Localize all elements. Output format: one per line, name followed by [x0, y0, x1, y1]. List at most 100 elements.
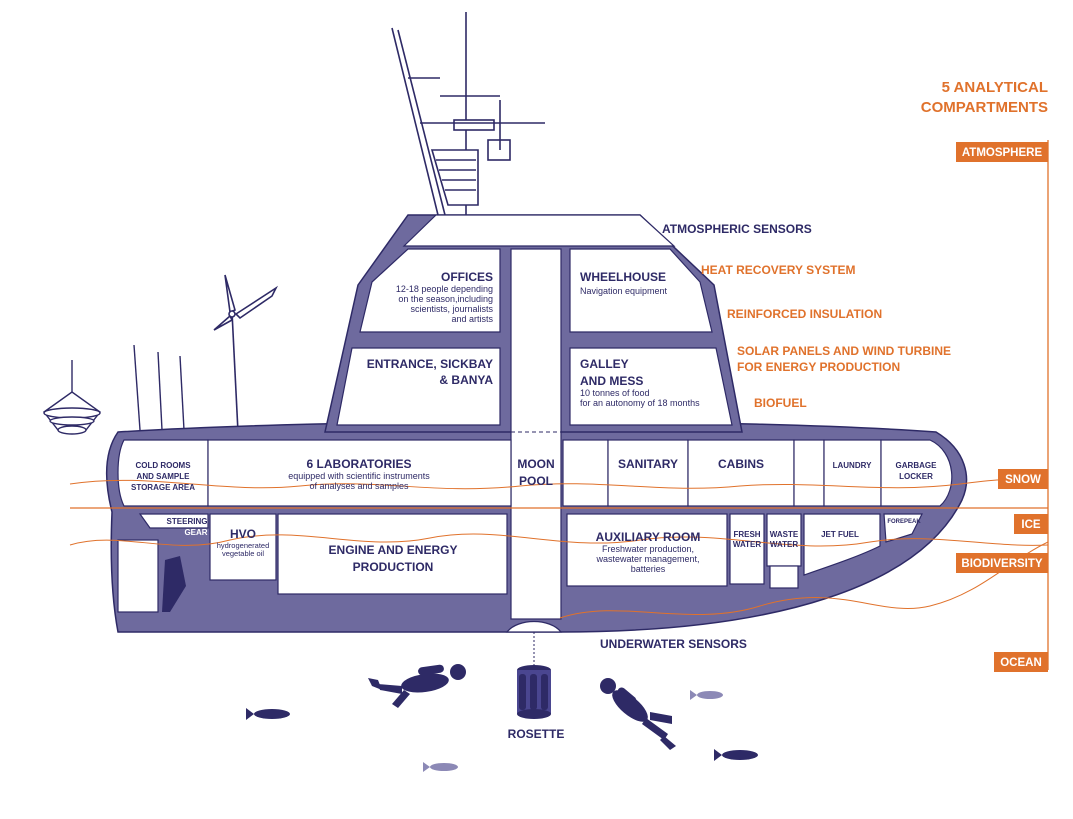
- compartment-snow: SNOW: [998, 469, 1048, 489]
- laboratories-sub-2: of analyses and samples: [309, 481, 409, 491]
- hvo-sub-1: hydrogenerated: [217, 541, 270, 550]
- offices-title: OFFICES: [441, 270, 493, 284]
- room-cold-rooms: [117, 439, 209, 507]
- wheelhouse-title: WHEELHOUSE: [580, 270, 666, 284]
- biodiversity-line: [559, 541, 1049, 619]
- room-steering: [138, 513, 209, 529]
- offices-line-2: on the season,including: [398, 294, 493, 304]
- galley-sub-2: for an autonomy of 18 months: [580, 398, 700, 408]
- compartment-biodiversity: BIODIVERSITY: [956, 553, 1048, 573]
- room-laundry: [823, 439, 882, 507]
- room-entrance: [336, 347, 501, 426]
- diver-icon: [368, 664, 466, 708]
- hvo-title: HVO: [230, 527, 256, 541]
- entrance-line-2: & BANYA: [439, 373, 493, 387]
- heat-recovery-label: HEAT RECOVERY SYSTEM: [701, 263, 855, 277]
- underwater-sensors-label: UNDERWATER SENSORS: [600, 637, 747, 651]
- atmospheric-sensor-icon: [42, 344, 185, 435]
- galley-line-1: GALLEY: [580, 357, 629, 371]
- jet-fuel-label: JET FUEL: [821, 530, 859, 539]
- room-wheelhouse: [569, 248, 713, 333]
- fish-icon: [714, 749, 758, 761]
- offices-line-4: and artists: [451, 314, 493, 324]
- cold-rooms-line-2: AND SAMPLE: [137, 472, 191, 481]
- room-corridor: [793, 439, 825, 507]
- solar-label-line-1: SOLAR PANELS AND WIND TURBINE: [737, 344, 951, 358]
- moon-pool-shaft: [510, 248, 562, 620]
- wheelhouse-sub: Navigation equipment: [580, 286, 668, 296]
- auxiliary-title: AUXILIARY ROOM: [596, 530, 701, 544]
- mast: [391, 12, 545, 216]
- galley-line-2: AND MESS: [580, 374, 643, 388]
- fish-icon: [423, 762, 458, 772]
- forepeak-label: FOREPEAK: [887, 519, 921, 525]
- room-jet-fuel: [803, 513, 881, 576]
- garbage-line-2: LOCKER: [899, 472, 933, 481]
- auxiliary-sub-1: Freshwater production,: [602, 544, 694, 554]
- auxiliary-sub-3: batteries: [631, 564, 666, 574]
- room-cabins: [687, 439, 795, 507]
- room-engine: [277, 513, 508, 595]
- compartment-atmosphere: ATMOSPHERE: [956, 142, 1048, 162]
- waste-water-tank: [769, 565, 799, 589]
- fish-icon: [246, 708, 290, 720]
- cabins-label: CABINS: [718, 457, 764, 471]
- moon-pool-line-1: MOON: [517, 457, 554, 471]
- room-auxiliary: [566, 513, 728, 587]
- laboratories-title: 6 LABORATORIES: [307, 457, 412, 471]
- compartment-ocean: OCEAN: [994, 652, 1048, 672]
- garbage-line-1: GARBAGE: [896, 461, 938, 470]
- fresh-water-line-1: FRESH: [733, 530, 760, 539]
- room-galley: [569, 347, 733, 426]
- room-hvo: [209, 513, 277, 581]
- waste-water-line-2: WATER: [770, 540, 799, 549]
- room-waste-water: [766, 513, 802, 567]
- room-fresh-water: [729, 513, 765, 585]
- fresh-water-line-2: WATER: [733, 540, 762, 549]
- compartment-biodiversity-label: BIODIVERSITY: [961, 558, 1042, 570]
- cold-rooms-line-3: STORAGE AREA: [131, 483, 195, 492]
- laboratories-sub-1: equipped with scientific instruments: [288, 471, 430, 481]
- room-forepeak: [883, 513, 923, 543]
- galley-sub-1: 10 tonnes of food: [580, 388, 650, 398]
- hvo-sub-2: vegetable oil: [222, 549, 264, 558]
- compartments-title-line-1: 5 ANALYTICAL: [942, 79, 1048, 96]
- auxiliary-sub-2: wastewater management,: [595, 554, 699, 564]
- room-laboratories: [207, 439, 512, 507]
- room-offices: [359, 248, 501, 333]
- cold-rooms-line-1: COLD ROOMS: [135, 461, 191, 470]
- biofuel-label: BIOFUEL: [754, 396, 807, 410]
- rosette-icon: [517, 665, 551, 719]
- fish-icon: [690, 690, 723, 700]
- room-garbage: [880, 439, 953, 507]
- steering-line-1: STEERING: [167, 517, 208, 526]
- solar-label-line-2: FOR ENERGY PRODUCTION: [737, 360, 900, 374]
- wind-turbine-icon: [213, 274, 279, 433]
- compartment-ocean-label: OCEAN: [1000, 657, 1042, 669]
- steering-line-2: GEAR: [184, 528, 207, 537]
- superstructure-top: [402, 214, 676, 247]
- entrance-line-1: ENTRANCE, SICKBAY: [367, 357, 493, 371]
- ice-line: [69, 533, 1049, 547]
- room-rudder: [117, 539, 159, 613]
- sanitary-label: SANITARY: [618, 457, 678, 471]
- moon-pool-opening: [505, 621, 563, 633]
- compartments-title-line-2: COMPARTMENTS: [921, 99, 1048, 116]
- rudder-icon: [162, 556, 186, 612]
- rosette-label: ROSETTE: [508, 727, 565, 741]
- room-starboard-small: [562, 439, 609, 507]
- laundry-label: LAUNDRY: [833, 461, 872, 470]
- moon-pool-line-2: POOL: [519, 474, 553, 488]
- diver-icon: [600, 678, 676, 750]
- engine-line-1: ENGINE AND ENERGY: [329, 543, 458, 557]
- snow-line: [69, 478, 1049, 490]
- waste-water-line-1: WASTE: [770, 530, 799, 539]
- room-sanitary: [607, 439, 689, 507]
- atmospheric-sensors-label: ATMOSPHERIC SENSORS: [662, 222, 812, 236]
- compartment-ice: ICE: [1014, 514, 1048, 534]
- compartment-atmosphere-label: ATMOSPHERE: [962, 147, 1043, 159]
- offices-line-1: 12-18 people depending: [396, 284, 493, 294]
- offices-line-3: scientists, journalists: [410, 304, 493, 314]
